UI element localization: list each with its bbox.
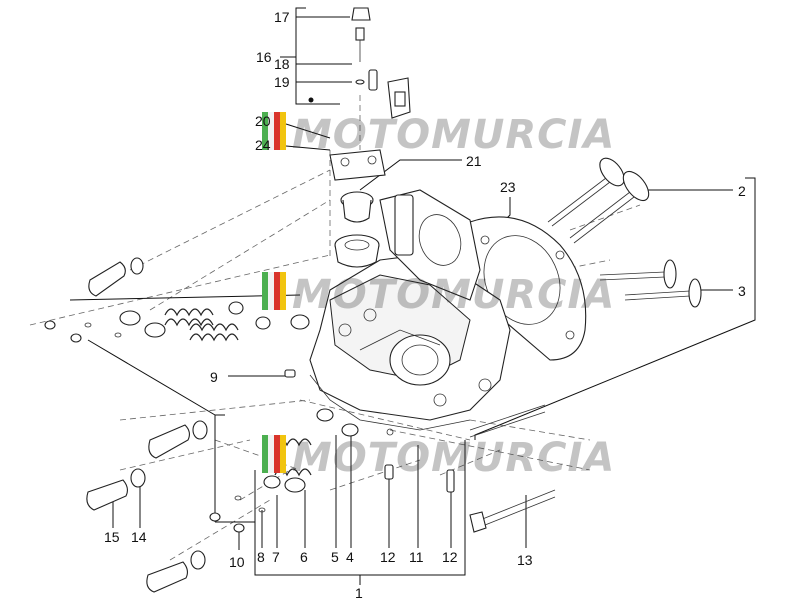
label-15: 15: [104, 529, 120, 545]
part-labels: 17 16 18 19 20 24 21 23 2 3 9 15 14 10 8…: [104, 9, 746, 601]
label-16: 16: [256, 49, 272, 65]
svg-text:MOTOMURCIA: MOTOMURCIA: [292, 112, 615, 158]
label-12-right: 12: [442, 549, 458, 565]
studs-and-bolts: [384, 404, 556, 533]
leader-lines: [69, 7, 756, 585]
label-9: 9: [210, 369, 218, 385]
label-18: 18: [274, 56, 290, 72]
label-3: 3: [738, 283, 746, 299]
watermark-lower: MOTOMURCIA: [262, 435, 615, 481]
thermostat-assembly: [329, 149, 386, 268]
label-23: 23: [500, 179, 516, 195]
label-5: 5: [331, 549, 339, 565]
label-4: 4: [346, 549, 354, 565]
label-1: 1: [355, 585, 363, 601]
label-11: 11: [409, 549, 424, 565]
temperature-sensor-stack: [351, 7, 411, 119]
label-6: 6: [300, 549, 308, 565]
label-10: 10: [229, 554, 245, 570]
valve-springs-lower: [86, 408, 359, 593]
label-13: 13: [517, 552, 533, 568]
watermark-upper: MOTOMURCIA: [262, 112, 615, 158]
label-21: 21: [466, 153, 482, 169]
label-12-left: 12: [380, 549, 396, 565]
dashed-guides: [29, 95, 641, 561]
svg-text:MOTOMURCIA: MOTOMURCIA: [292, 435, 615, 481]
watermark-middle: MOTOMURCIA: [262, 272, 615, 318]
label-20: 20: [255, 113, 271, 129]
valve-springs-upper: [44, 257, 310, 378]
label-2: 2: [738, 183, 746, 199]
label-14: 14: [131, 529, 147, 545]
label-24: 24: [255, 137, 271, 153]
valve-intake-top: [547, 157, 650, 244]
label-17: 17: [274, 9, 290, 25]
label-8: 8: [257, 549, 265, 565]
svg-text:MOTOMURCIA: MOTOMURCIA: [292, 272, 615, 318]
valve-exhaust: [599, 259, 702, 308]
cylinder-head: [309, 189, 511, 431]
label-19: 19: [274, 74, 290, 90]
label-7: 7: [272, 549, 280, 565]
